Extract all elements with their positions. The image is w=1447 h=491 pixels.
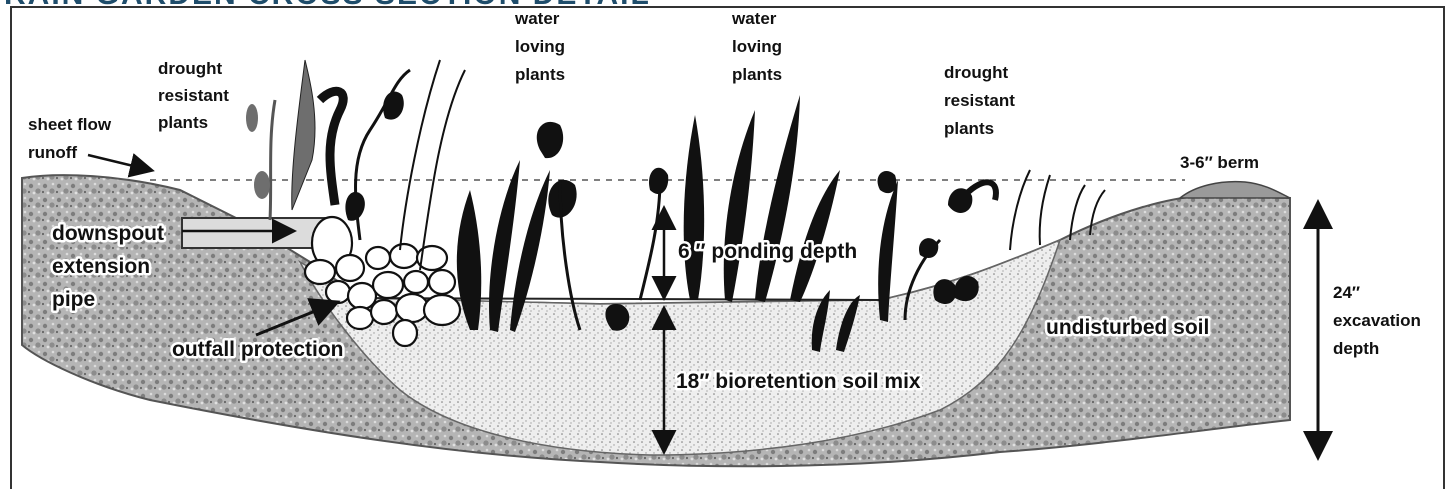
label-drought-left: drought resistant plants (158, 59, 234, 132)
label-drought-right: drought resistant plants (944, 63, 1020, 138)
label-berm: 3-6″ berm (1180, 153, 1259, 172)
label-undisturbed: undisturbed soil (1046, 316, 1209, 339)
sheet-flow-arrow (88, 155, 150, 170)
label-ponding: 6 ″ ponding depth (678, 240, 857, 263)
label-bioretention: 18″ bioretention soil mix (676, 370, 921, 393)
downspout-extension-pipe (182, 218, 332, 248)
label-water-loving-2: water loving plants (731, 9, 787, 84)
berm (1180, 182, 1290, 198)
label-excavation: 24″ excavation depth (1333, 283, 1426, 358)
label-water-loving-1: water loving plants (514, 9, 570, 84)
label-outfall: outfall protection (172, 338, 344, 361)
label-sheet-flow: sheet flow runoff (28, 115, 116, 162)
